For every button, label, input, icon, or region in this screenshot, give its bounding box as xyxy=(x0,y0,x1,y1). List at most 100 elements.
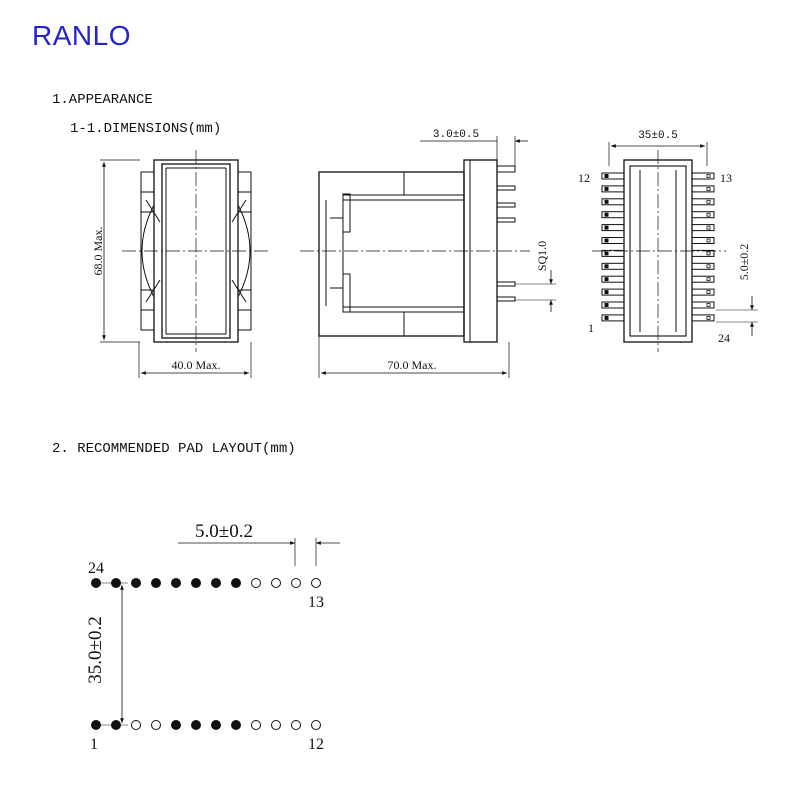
bottom-view-pin-right xyxy=(691,211,715,219)
pad-empty xyxy=(291,720,301,730)
bottom-view-pin-square xyxy=(604,225,609,230)
bottom-view-pin-square xyxy=(604,174,609,178)
pad-empty xyxy=(311,578,321,588)
pad-empty xyxy=(131,720,141,730)
pad-empty xyxy=(251,578,261,588)
bottom-view-pin-right xyxy=(691,301,715,309)
pin-size-label: SQ1.0 xyxy=(535,241,549,271)
pad-top-row xyxy=(91,578,321,588)
brand-logo: RANLO xyxy=(32,20,131,51)
bottom-view-pin-left xyxy=(601,314,625,322)
bottom-pin-12-label: 12 xyxy=(578,171,590,185)
bottom-view-pin-left xyxy=(601,172,625,180)
bottom-view-pin-square xyxy=(706,251,711,256)
bottom-view-pin-left xyxy=(601,198,625,206)
bottom-view-pin-left xyxy=(601,249,625,257)
pad-empty xyxy=(291,578,301,588)
bottom-view-pin-left xyxy=(601,224,625,232)
pad-filled xyxy=(171,578,181,588)
pad-filled xyxy=(231,720,241,730)
bottom-view-pin-left xyxy=(601,288,625,296)
bottom-pin-13-label: 13 xyxy=(720,171,732,185)
bottom-view-pin-square xyxy=(706,225,711,230)
pad-empty xyxy=(271,578,281,588)
pad-filled xyxy=(151,578,161,588)
front-view xyxy=(100,150,270,378)
bottom-view-pin-square xyxy=(706,303,711,307)
bottom-view-pin-right xyxy=(691,185,715,193)
bottom-view-pin-square xyxy=(604,186,609,191)
bottom-view-pin-right xyxy=(691,288,715,296)
bottom-view-pin-square xyxy=(706,264,711,269)
pad-empty xyxy=(151,720,161,730)
pad-filled xyxy=(211,578,221,588)
pad-row-spacing-label: 35.0±0.2 xyxy=(85,616,106,683)
bottom-view-pin-right xyxy=(691,262,715,270)
bottom-view-pin-square xyxy=(706,290,711,295)
bottom-view-pin-right xyxy=(691,314,715,322)
bottom-view-pin-square xyxy=(604,199,609,204)
pad-filled xyxy=(131,578,141,588)
pad-pin-24-label: 24 xyxy=(88,560,104,577)
section-appearance-heading: 1.APPEARANCE xyxy=(52,92,153,108)
bottom-view-pin-left xyxy=(601,301,625,309)
bottom-view-pin-square xyxy=(706,186,711,191)
section-pad-layout-heading: 2. RECOMMENDED PAD LAYOUT(mm) xyxy=(52,441,296,457)
pad-pin-12-label: 12 xyxy=(308,736,324,753)
bottom-view-pin-left xyxy=(601,211,625,219)
pad-filled xyxy=(191,578,201,588)
bottom-view-pin-square xyxy=(706,238,711,243)
bottom-view-pin-square xyxy=(706,315,711,320)
bottom-view-pin-square xyxy=(604,277,609,282)
bottom-view-pin-left xyxy=(601,275,625,283)
bottom-pin-1-label: 1 xyxy=(588,321,594,335)
bottom-view-pin-square xyxy=(604,290,609,295)
pad-filled xyxy=(231,578,241,588)
side-view xyxy=(300,136,556,378)
bottom-view-pin-right xyxy=(691,249,715,257)
bottom-view-pin-square xyxy=(604,212,609,217)
bottom-view-pin-right xyxy=(691,172,715,180)
pad-pin-13-label: 13 xyxy=(308,594,324,611)
pad-filled xyxy=(111,578,121,588)
pad-filled xyxy=(191,720,201,730)
pad-bottom-row xyxy=(91,720,321,730)
pad-filled xyxy=(211,720,221,730)
bottom-pin-pitch-label: 5.0±0.2 xyxy=(737,244,751,281)
bottom-view-pin-right xyxy=(691,275,715,283)
bottom-view-pin-square xyxy=(604,251,609,256)
pad-pitch-label: 5.0±0.2 xyxy=(195,521,253,542)
bottom-view-pin-square xyxy=(706,174,711,178)
bottom-view-pin-right xyxy=(691,198,715,206)
section-dimensions-heading: 1-1.DIMENSIONS(mm) xyxy=(70,121,222,137)
pad-pin-1-label: 1 xyxy=(90,736,98,753)
bottom-view-pin-left xyxy=(601,185,625,193)
width-label: 40.0 Max. xyxy=(172,358,221,372)
bottom-row-spacing-label: 35±0.5 xyxy=(638,130,678,142)
bottom-view-pin-square xyxy=(706,199,711,204)
pad-empty xyxy=(311,720,321,730)
length-label: 70.0 Max. xyxy=(388,358,437,372)
bottom-view-pin-right xyxy=(691,237,715,244)
bottom-pin-24-label: 24 xyxy=(718,331,730,345)
pad-filled xyxy=(111,720,121,730)
bottom-view-pin-left xyxy=(601,262,625,270)
pad-layout xyxy=(94,538,340,726)
bottom-view-pin-right xyxy=(691,224,715,232)
pad-filled xyxy=(91,720,101,730)
bottom-view-pin-square xyxy=(706,277,711,282)
bottom-view-pin-square xyxy=(706,212,711,217)
pad-empty xyxy=(251,720,261,730)
pad-filled xyxy=(91,578,101,588)
pad-filled xyxy=(171,720,181,730)
bottom-view-pin-square xyxy=(604,303,609,307)
bottom-view-pin-square xyxy=(604,264,609,269)
bottom-view xyxy=(592,142,758,352)
pin-offset-label: 3.0±0.5 xyxy=(433,129,479,141)
bottom-view-pin-left xyxy=(601,237,625,244)
height-label: 68.0 Max. xyxy=(91,227,105,276)
bottom-view-pin-square xyxy=(604,315,609,320)
pad-empty xyxy=(271,720,281,730)
bottom-view-pin-square xyxy=(604,238,609,243)
